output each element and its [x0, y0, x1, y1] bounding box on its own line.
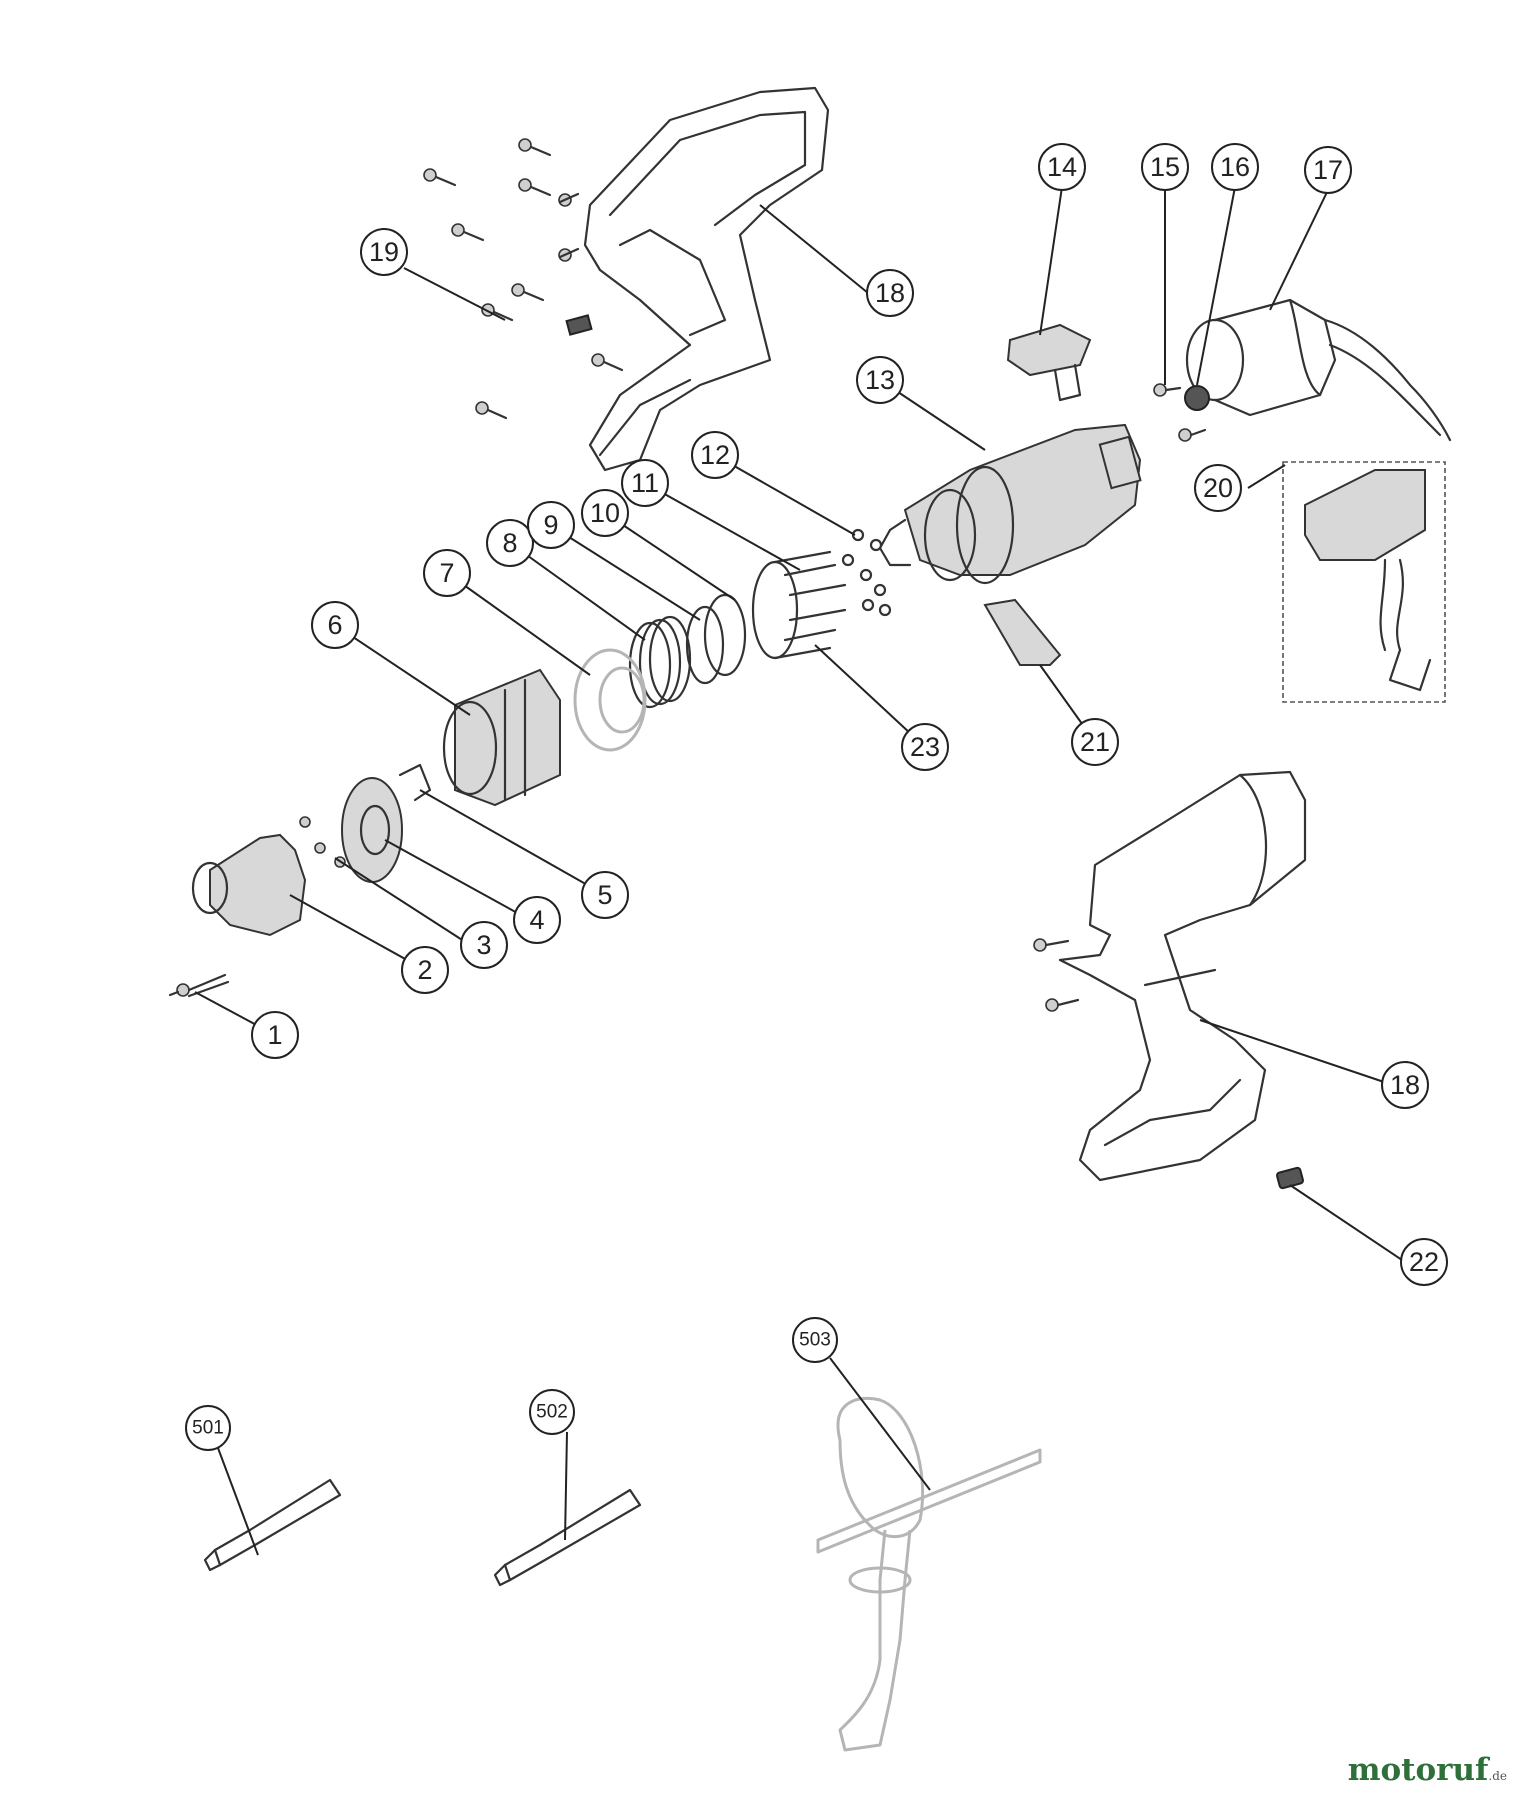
svg-text:4: 4 — [529, 905, 544, 935]
screw — [481, 303, 514, 322]
callout-502: 502 — [529, 1389, 575, 1435]
brand-tld: .de — [1488, 1769, 1507, 1783]
svg-text:7: 7 — [439, 558, 454, 588]
callout-17: 17 — [1304, 146, 1352, 194]
motor — [1185, 298, 1452, 442]
switch-assembly — [1282, 461, 1446, 703]
screwdriver-bit-2 — [493, 1488, 642, 1587]
torque-collar — [442, 668, 561, 807]
svg-text:12: 12 — [700, 440, 730, 470]
screw — [518, 138, 552, 157]
svg-text:503: 503 — [799, 1330, 831, 1351]
svg-text:22: 22 — [1409, 1247, 1439, 1277]
callout-1: 1 — [251, 1011, 299, 1059]
svg-text:2: 2 — [417, 955, 432, 985]
callout-6: 6 — [311, 601, 359, 649]
screw — [518, 178, 552, 197]
callout-5: 5 — [581, 871, 629, 919]
callout-19: 19 — [360, 228, 408, 276]
screwdriver-bit-1 — [203, 1478, 342, 1572]
svg-text:1: 1 — [267, 1020, 282, 1050]
callout-12: 12 — [691, 431, 739, 479]
spring-clip — [398, 763, 432, 802]
svg-text:9: 9 — [543, 510, 558, 540]
svg-text:20: 20 — [1203, 473, 1233, 503]
callout-11: 11 — [621, 459, 669, 507]
screw — [558, 247, 580, 262]
switch-cover — [1006, 323, 1092, 402]
svg-text:8: 8 — [502, 528, 517, 558]
housing-half-upper — [565, 86, 830, 472]
callout-18-lower: 18 — [1381, 1061, 1429, 1109]
svg-text:6: 6 — [327, 610, 342, 640]
spring — [628, 615, 692, 709]
callout-7: 7 — [423, 549, 471, 597]
clutch-plate — [341, 777, 403, 883]
callout-9: 9 — [527, 501, 575, 549]
drill-chuck — [191, 833, 307, 937]
planet-carrier — [751, 550, 847, 660]
svg-text:17: 17 — [1313, 155, 1343, 185]
svg-text:501: 501 — [192, 1418, 224, 1439]
svg-text:3: 3 — [476, 930, 491, 960]
callout-14: 14 — [1038, 143, 1086, 191]
chuck-screw — [168, 973, 230, 998]
svg-text:14: 14 — [1047, 152, 1077, 182]
ring-9 — [685, 605, 725, 685]
callout-16: 16 — [1211, 143, 1259, 191]
svg-text:16: 16 — [1220, 152, 1250, 182]
callout-4: 4 — [513, 896, 561, 944]
brand-name: motoruf — [1347, 1752, 1489, 1788]
callout-2: 2 — [401, 946, 449, 994]
screw — [475, 401, 508, 420]
screw-set-19 — [423, 138, 624, 420]
callout-501: 501 — [185, 1405, 231, 1451]
callout-3: 3 — [460, 921, 508, 969]
ring-10 — [703, 593, 747, 677]
svg-text:502: 502 — [536, 1402, 568, 1423]
callout-20: 20 — [1194, 464, 1242, 512]
ring-gear — [573, 648, 647, 752]
svg-text:15: 15 — [1150, 152, 1180, 182]
svg-text:5: 5 — [597, 880, 612, 910]
callout-21: 21 — [1071, 718, 1119, 766]
steel-balls — [841, 528, 892, 617]
pinion-gear — [1184, 385, 1210, 411]
callout-8: 8 — [486, 519, 534, 567]
motor-screws — [1153, 383, 1207, 442]
svg-text:18: 18 — [1390, 1070, 1420, 1100]
callout-10: 10 — [581, 489, 629, 537]
svg-text:21: 21 — [1080, 727, 1110, 757]
contact-plate — [983, 598, 1062, 666]
screw — [451, 223, 485, 242]
svg-text:13: 13 — [865, 365, 895, 395]
screw — [591, 353, 624, 372]
callout-22: 22 — [1400, 1238, 1448, 1286]
svg-text:18: 18 — [875, 278, 905, 308]
auxiliary-handle — [816, 1396, 1042, 1752]
svg-text:23: 23 — [910, 732, 940, 762]
svg-text:11: 11 — [631, 468, 659, 498]
svg-text:19: 19 — [369, 237, 399, 267]
callout-13: 13 — [856, 356, 904, 404]
screw — [511, 283, 545, 302]
callout-15: 15 — [1141, 143, 1189, 191]
lower-screws — [1033, 938, 1080, 1012]
svg-text:10: 10 — [590, 498, 620, 528]
housing-half-lower — [1058, 770, 1307, 1182]
callout-23: 23 — [901, 723, 949, 771]
motoruf-watermark: motoruf.de — [1348, 1752, 1507, 1788]
callout-503: 503 — [792, 1317, 838, 1363]
callout-18-upper: 18 — [866, 269, 914, 317]
screw — [558, 192, 580, 207]
gearbox — [878, 423, 1142, 585]
screw — [423, 168, 457, 187]
